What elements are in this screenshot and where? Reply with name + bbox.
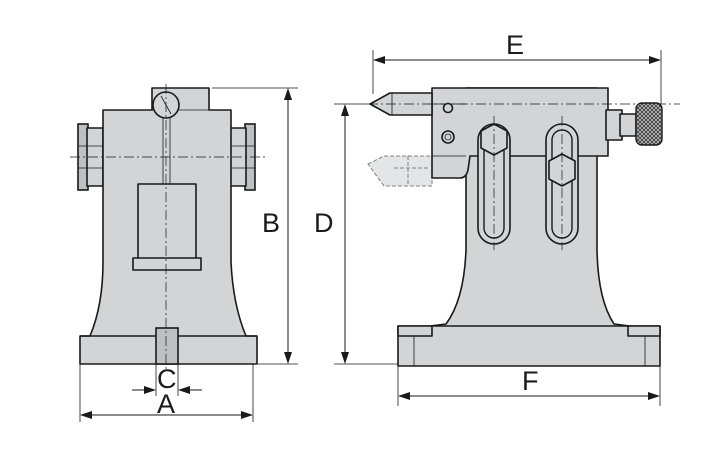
side-view bbox=[367, 87, 680, 367]
dimension-a-label: A bbox=[157, 389, 175, 419]
small-screw-top bbox=[442, 102, 454, 114]
side-base bbox=[397, 325, 661, 367]
dimension-c-label: C bbox=[157, 364, 177, 394]
base-slot bbox=[155, 327, 179, 365]
dimension-d: D bbox=[314, 103, 398, 365]
dimension-a: A bbox=[79, 364, 254, 422]
small-screw-bottom bbox=[441, 130, 455, 144]
knurled-knob-icon bbox=[635, 102, 663, 146]
spindle-window bbox=[137, 183, 197, 269]
dimension-c: C bbox=[132, 364, 202, 396]
dimension-d-label: D bbox=[314, 208, 334, 238]
front-view bbox=[70, 84, 266, 372]
right-adjust-slot bbox=[545, 116, 579, 250]
dimension-e: E bbox=[372, 30, 662, 104]
dimension-e-label: E bbox=[506, 30, 524, 60]
dimension-f: F bbox=[397, 366, 661, 406]
dimension-b-label: B bbox=[262, 208, 280, 238]
dimension-f-label: F bbox=[522, 366, 539, 396]
retracted-point-outline bbox=[367, 155, 433, 187]
dimension-b: B bbox=[212, 87, 298, 365]
left-adjust-slot bbox=[477, 116, 511, 250]
